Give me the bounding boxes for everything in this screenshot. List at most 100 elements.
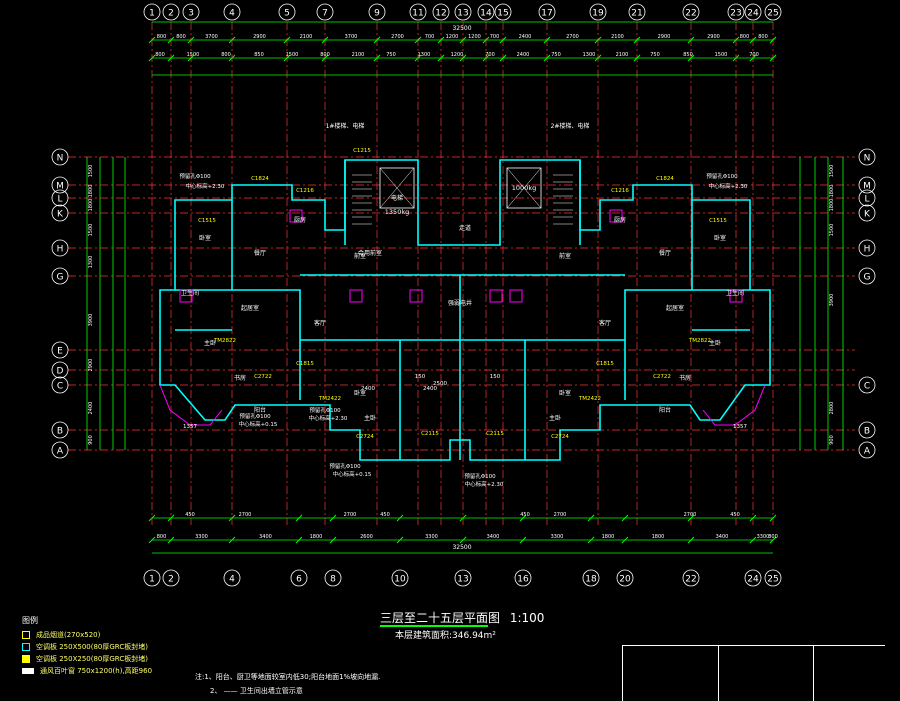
- dimension-tick: [295, 514, 303, 522]
- axis-bubble-label: E: [57, 347, 63, 357]
- axis-bubble: [628, 3, 646, 21]
- axis-bubble-label: 13: [457, 575, 468, 585]
- legend-title: 图例: [22, 616, 38, 625]
- dimension-tick: [167, 54, 175, 62]
- dimension-value: 2100: [616, 52, 629, 58]
- dimension-value: 850: [683, 52, 693, 58]
- dimension-tick: [283, 36, 291, 44]
- axis-bubble: [727, 3, 745, 21]
- axis-bubble: [368, 3, 386, 21]
- axis-bubble: [278, 3, 296, 21]
- dimension-tick: [459, 536, 467, 544]
- axis-bubble: [432, 3, 450, 21]
- axis-bubble-label: C: [57, 382, 63, 392]
- dimension-value: 1800: [829, 199, 835, 212]
- flue-icon: [22, 631, 30, 639]
- room-label: 餐厅: [659, 249, 671, 257]
- axis-bubble: [223, 569, 241, 587]
- axis-bubble: [538, 3, 556, 21]
- dimension-lines: [86, 21, 844, 554]
- dimension-value: 2100: [352, 52, 365, 58]
- axis-bubble: [616, 569, 634, 587]
- axis-bubble-label: 6: [296, 575, 302, 585]
- dimension-tick: [295, 536, 303, 544]
- dimension-value: 2100: [611, 34, 624, 40]
- axis-bubble: [682, 3, 700, 21]
- dimension-value: 3400: [259, 534, 272, 540]
- elevator-capacity: 1000kg: [512, 184, 536, 192]
- axis-bubble-label: 14: [480, 9, 492, 19]
- dimension-value: 900: [829, 435, 835, 445]
- axis-bubble-label: 12: [435, 9, 446, 19]
- dimension-value: 800: [758, 34, 768, 40]
- dimension-value: 1500: [187, 52, 200, 58]
- axis-bubble-label: H: [864, 245, 871, 255]
- note-text: 预留孔Φ100: [706, 172, 738, 180]
- axis-bubble-label: 13: [457, 9, 468, 19]
- note-line-1: 注:1、阳台、厨卫等地面较室内低30;阳台地面1%坡向地漏.: [195, 673, 381, 681]
- axis-bubble-label: 24: [747, 9, 759, 19]
- room-label: 起居室: [241, 304, 259, 312]
- legend-label: 成品烟道(270x520): [36, 631, 101, 639]
- dimension-value: 2700: [566, 34, 579, 40]
- room-label: 卫生间: [726, 289, 744, 297]
- axis-bubble: [764, 569, 782, 587]
- axis-bubble: [51, 176, 69, 194]
- dimension-tick: [749, 536, 757, 544]
- dimension-value: 2400: [517, 52, 530, 58]
- spec-mark: 2400: [423, 386, 437, 392]
- window-label: C2722: [254, 374, 272, 380]
- core-label: 强弱电井: [448, 299, 472, 307]
- dimension-value: 1500: [715, 52, 728, 58]
- axis-bubble: [51, 441, 69, 459]
- room-label: 主卧: [204, 339, 216, 347]
- dimension-tick: [543, 54, 551, 62]
- spec-mark: 1357: [733, 424, 747, 430]
- axis-bubble-label: M: [863, 182, 871, 192]
- dimension-value: 450: [520, 512, 530, 518]
- elevator-shaft: [379, 167, 415, 209]
- window-label: C1824: [656, 176, 674, 182]
- dimension-value: 3400: [716, 534, 729, 540]
- note-text: 预留孔Φ100: [179, 172, 211, 180]
- axis-bubble: [454, 569, 472, 587]
- room-label: 卧室: [199, 234, 211, 242]
- legend-label: 空调板 250X250(80厚GRC板封堵): [36, 655, 148, 663]
- dimension-value: 1500: [286, 52, 299, 58]
- axis-bubble-label: H: [57, 245, 64, 255]
- axis-bubble: [764, 3, 782, 21]
- dimension-tick: [543, 36, 551, 44]
- axis-bubble: [858, 204, 876, 222]
- axis-bubble: [324, 569, 342, 587]
- axis-bubble-label: 25: [767, 575, 778, 585]
- dimension-tick: [228, 536, 236, 544]
- dimension-tick: [621, 536, 629, 544]
- room-label: 厨房: [294, 216, 306, 224]
- window-label: TM2822: [213, 338, 236, 344]
- dimension-value: 2800: [829, 402, 835, 415]
- note-text: 中心标高+2.30: [465, 480, 504, 488]
- fixture-mark: [289, 209, 303, 223]
- dimension-value: 700: [749, 52, 759, 58]
- window-label: C2724: [551, 434, 569, 440]
- dimension-value: 32500: [452, 544, 471, 551]
- dimension-value: 750: [386, 52, 396, 58]
- dimension-value: 800: [221, 52, 231, 58]
- axis-bubble-label: G: [57, 273, 64, 283]
- walls: [159, 159, 771, 461]
- elevator-shaft: [506, 167, 542, 209]
- dimension-tick: [329, 536, 337, 544]
- dimension-value: 1200: [446, 34, 459, 40]
- spec-mark: 2500: [433, 381, 447, 387]
- dimension-tick: [732, 54, 740, 62]
- dimension-value: 3300: [195, 534, 208, 540]
- axis-bubble-label: 7: [322, 9, 328, 19]
- dimension-value: 1800: [652, 534, 665, 540]
- dimension-value: 800: [176, 34, 186, 40]
- axis-bubble: [454, 3, 472, 21]
- axis-bubble-label: 23: [730, 9, 741, 19]
- dimension-value: 1200: [451, 52, 464, 58]
- dimension-tick: [633, 36, 641, 44]
- dimension-value: 2900: [707, 34, 720, 40]
